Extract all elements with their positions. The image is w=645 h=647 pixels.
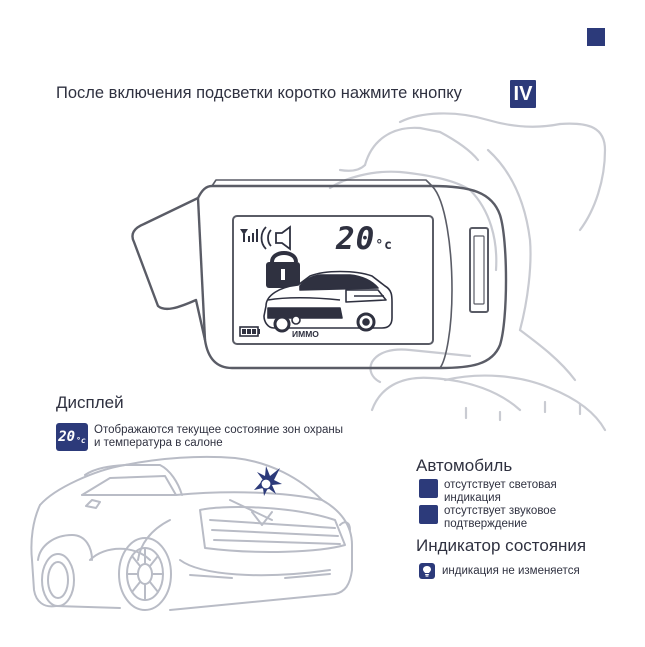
instruction-text: После включения подсветки коротко нажмит… <box>56 84 462 102</box>
badge-temp-value: 20 <box>58 429 76 445</box>
car-item-light-line1: отсутствует световая <box>444 479 557 491</box>
temperature-badge: 20°c <box>56 423 88 451</box>
lock-icon <box>266 251 300 288</box>
status-item: индикация не изменяется <box>419 563 580 579</box>
flash-icon <box>254 466 282 496</box>
status-item-text: индикация не изменяется <box>442 564 580 577</box>
display-description-line1: Отображаются текущее состояние зон охран… <box>94 424 344 436</box>
sound-indicator-icon <box>419 505 438 524</box>
display-description: Отображаются текущее состояние зон охран… <box>94 424 343 450</box>
car-item-sound-line2: подтверждение <box>444 518 528 530</box>
car-item-sound-line1: отсутствует звуковое <box>444 505 557 517</box>
display-description-line2: и температура в салоне <box>94 437 223 449</box>
car-illustration <box>30 455 353 611</box>
car-section-title: Автомобиль <box>416 456 513 475</box>
car-item-light: отсутствует световая индикация <box>419 479 557 505</box>
speaker-icon <box>260 225 291 251</box>
lcd-temp-unit: °c <box>375 238 393 253</box>
button-iv-badge: IV <box>510 80 536 108</box>
display-section-title: Дисплей <box>56 393 124 412</box>
light-indicator-icon <box>419 479 438 498</box>
lcd-temp-value: 20 <box>336 221 376 257</box>
car-item-sound: отсутствует звуковое подтверждение <box>419 505 556 531</box>
signal-icon <box>240 229 258 242</box>
battery-icon <box>239 326 260 337</box>
status-section-title: Индикатор состояния <box>416 536 587 555</box>
badge-temp-unit: °c <box>76 435 86 445</box>
bulb-icon <box>419 563 435 579</box>
car-item-light-line2: индикация <box>444 492 501 504</box>
corner-marker <box>587 28 605 46</box>
car-icon <box>263 270 393 333</box>
lcd-temperature: 20°c <box>336 221 393 257</box>
lcd-immo-label: ИММО <box>292 329 319 339</box>
keyfob-body <box>131 179 508 370</box>
